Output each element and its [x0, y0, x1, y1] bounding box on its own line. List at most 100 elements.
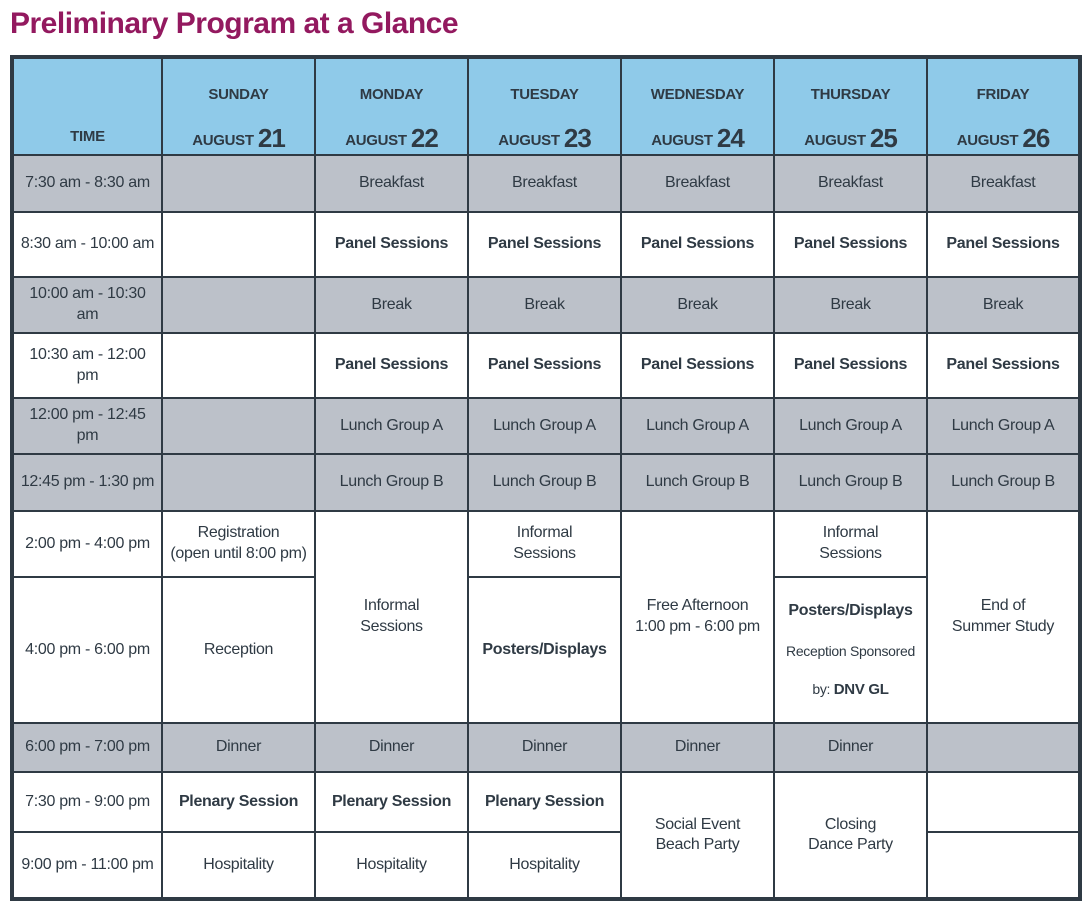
row-panel-late-am: 10:30 am - 12:00 pm Panel Sessions Panel… [11, 332, 1081, 400]
sponsor-name: DNV GL [833, 680, 889, 698]
posters-sponsor-cell: Posters/Displays Reception Sponsored by:… [773, 576, 928, 725]
breakfast-cell: Breakfast [314, 154, 469, 214]
break-cell: Break [467, 276, 622, 335]
break-cell: Break [773, 276, 928, 335]
day-number: 26 [1022, 123, 1050, 154]
time-cell: 7:30 pm - 9:00 pm [11, 771, 163, 834]
break-cell: Break [314, 276, 469, 335]
row-panel-am: 8:30 am - 10:00 am Panel Sessions Panel … [11, 211, 1081, 279]
row-breakfast: 7:30 am - 8:30 am Breakfast Breakfast Br… [11, 154, 1081, 214]
day-header-tuesday: TUESDAY AUGUST 23 [467, 55, 622, 157]
lunch-a-cell: Lunch Group A [620, 397, 775, 456]
page-title: Preliminary Program at a Glance [10, 7, 459, 40]
lunch-a-cell: Lunch Group A [773, 397, 928, 456]
day-number: 21 [257, 123, 286, 154]
panel-sessions-cell: Panel Sessions [773, 332, 928, 400]
day-header-wednesday: WEDNESDAY AUGUST 24 [620, 55, 775, 157]
day-name: WEDNESDAY [650, 85, 745, 103]
day-number: 24 [716, 123, 745, 154]
breakfast-cell: Breakfast [620, 154, 775, 214]
panel-sessions-cell: Panel Sessions [926, 332, 1081, 400]
day-header-friday: FRIDAY AUGUST 26 [926, 55, 1081, 157]
sponsor-by-line: by: DNV GL [779, 681, 922, 700]
panel-sessions-cell: Panel Sessions [620, 332, 775, 400]
day-month: AUGUST [192, 132, 254, 150]
hospitality-cell: Hospitality [467, 831, 622, 901]
day-header-sunday: SUNDAY AUGUST 21 [161, 55, 316, 157]
time-cell: 12:00 pm - 12:45 pm [11, 397, 163, 456]
break-cell: Break [926, 276, 1081, 335]
free-afternoon-cell: Free Afternoon 1:00 pm - 6:00 pm [620, 510, 775, 725]
plenary-session-cell: Plenary Session [467, 771, 622, 834]
informal-sessions-cell: Informal Sessions [467, 510, 622, 579]
lunch-b-cell: Lunch Group B [773, 453, 928, 513]
program-table: TIME SUNDAY AUGUST 21 MONDAY AUGUST 22 T… [10, 55, 1082, 901]
panel-sessions-cell: Panel Sessions [620, 211, 775, 279]
empty-cell [161, 211, 316, 279]
row-break: 10:00 am - 10:30 am Break Break Break Br… [11, 276, 1081, 335]
registration-cell: Registration (open until 8:00 pm) [161, 510, 316, 579]
day-month: AUGUST [651, 132, 713, 150]
row-dinner: 6:00 pm - 7:00 pm Dinner Dinner Dinner D… [11, 722, 1081, 774]
row-afternoon-1: 2:00 pm - 4:00 pm Registration (open unt… [11, 510, 1081, 725]
day-month: AUGUST [956, 132, 1019, 150]
row-lunch-b: 12:45 pm - 1:30 pm Lunch Group B Lunch G… [11, 453, 1081, 513]
posters-displays-cell: Posters/Displays [467, 576, 622, 725]
panel-sessions-cell: Panel Sessions [467, 332, 622, 400]
informal-sessions-cell: Informal Sessions [773, 510, 928, 579]
dinner-cell: Dinner [773, 722, 928, 774]
empty-cell [161, 154, 316, 214]
day-header-thursday: THURSDAY AUGUST 25 [773, 55, 928, 157]
day-header-monday: MONDAY AUGUST 22 [314, 55, 469, 157]
day-number: 25 [869, 123, 898, 154]
day-name: THURSDAY [810, 85, 891, 103]
panel-sessions-cell: Panel Sessions [314, 332, 469, 400]
empty-cell [161, 276, 316, 335]
empty-cell [161, 453, 316, 513]
dinner-cell: Dinner [467, 722, 622, 774]
day-number: 23 [563, 123, 592, 154]
time-cell: 9:00 pm - 11:00 pm [11, 831, 163, 901]
day-month: AUGUST [498, 132, 560, 150]
panel-sessions-cell: Panel Sessions [467, 211, 622, 279]
day-month: AUGUST [804, 132, 866, 150]
panel-sessions-cell: Panel Sessions [773, 211, 928, 279]
lunch-a-cell: Lunch Group A [467, 397, 622, 456]
header-row: TIME SUNDAY AUGUST 21 MONDAY AUGUST 22 T… [11, 55, 1081, 157]
row-lunch-a: 12:00 pm - 12:45 pm Lunch Group A Lunch … [11, 397, 1081, 456]
time-column-header: TIME [11, 55, 163, 157]
breakfast-cell: Breakfast [467, 154, 622, 214]
empty-cell [926, 771, 1081, 834]
lunch-a-cell: Lunch Group A [926, 397, 1081, 456]
posters-displays-label: Posters/Displays [788, 601, 913, 619]
empty-cell [926, 722, 1081, 774]
lunch-b-cell: Lunch Group B [314, 453, 469, 513]
hospitality-cell: Hospitality [314, 831, 469, 901]
time-cell: 10:00 am - 10:30 am [11, 276, 163, 335]
break-cell: Break [620, 276, 775, 335]
plenary-session-cell: Plenary Session [161, 771, 316, 834]
closing-dance-party-cell: Closing Dance Party [773, 771, 928, 901]
row-evening-1: 7:30 pm - 9:00 pm Plenary Session Plenar… [11, 771, 1081, 901]
time-cell: 6:00 pm - 7:00 pm [11, 722, 163, 774]
time-cell: 10:30 am - 12:00 pm [11, 332, 163, 400]
sponsor-by-label: by: [812, 680, 831, 697]
lunch-a-cell: Lunch Group A [314, 397, 469, 456]
empty-cell [161, 397, 316, 456]
lunch-b-cell: Lunch Group B [467, 453, 622, 513]
day-name: TUESDAY [510, 85, 579, 103]
reception-cell: Reception [161, 576, 316, 725]
lunch-b-cell: Lunch Group B [620, 453, 775, 513]
day-month: AUGUST [345, 132, 407, 150]
lunch-b-cell: Lunch Group B [926, 453, 1081, 513]
day-number: 22 [410, 123, 439, 154]
time-cell: 2:00 pm - 4:00 pm [11, 510, 163, 579]
time-cell: 4:00 pm - 6:00 pm [11, 576, 163, 725]
day-name: SUNDAY [208, 85, 269, 103]
dinner-cell: Dinner [620, 722, 775, 774]
dinner-cell: Dinner [161, 722, 316, 774]
end-of-summer-study-cell: End of Summer Study [926, 510, 1081, 725]
social-event-beach-party-cell: Social Event Beach Party [620, 771, 775, 901]
day-name: FRIDAY [976, 85, 1030, 103]
day-name: MONDAY [359, 85, 424, 103]
